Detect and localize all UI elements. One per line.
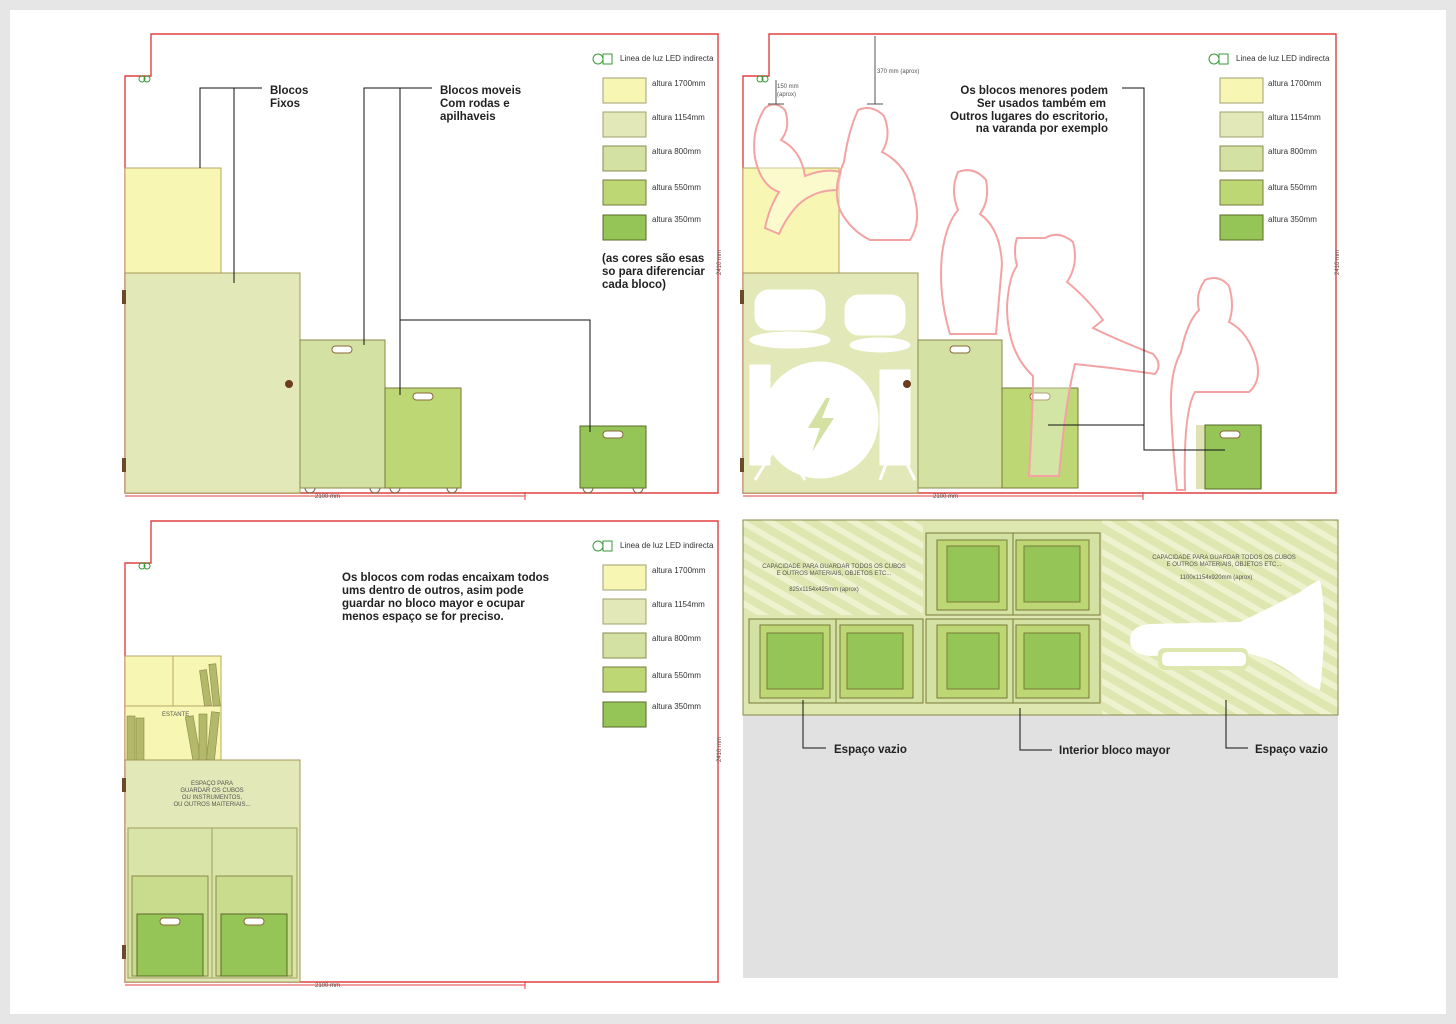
height-dimension: 2410 mm (717, 250, 723, 275)
legend-label: altura 1154mm (652, 600, 705, 609)
legend-label: altura 350mm (1268, 215, 1317, 224)
usage-note-2: Ser usados também em (977, 98, 1106, 110)
panel-plan-view: CAPACIDADE PARA GUARDAR TODOS OS CUBOS E… (742, 519, 1339, 978)
label-fixed-blocks-2: Fixos (270, 98, 300, 110)
panel-fixed-and-mobile-blocks: Blocos Fixos Blocos moveis Com rodas e a… (122, 33, 723, 500)
width-dimension: 2100 mm (933, 494, 958, 500)
legend-led-label: Linea de luz LED indirecta (620, 541, 714, 550)
label-mobile-blocks-1: Blocos moveis (440, 85, 521, 97)
legend-led-label: Linea de luz LED indirecta (620, 54, 714, 63)
legend-label: altura 800mm (1268, 147, 1317, 156)
height-dimension: 2410 mm (717, 737, 723, 762)
storage-caption: ESPAÇO PARA (191, 781, 233, 787)
tuba-icon (1130, 580, 1324, 690)
nesting-note-2: ums dentro de outros, asim pode (342, 585, 523, 597)
legend-label: altura 800mm (652, 634, 701, 643)
right-capacity-dimension: 1100x1154x920mm (aprox) (1180, 575, 1252, 581)
dim-150: 150 mm (777, 84, 799, 90)
dim-150-approx: (aprox) (777, 92, 796, 98)
label-empty-right: Espaço vazio (1255, 744, 1328, 756)
left-capacity-dimension: 825x1154x425mm (aprox) (789, 587, 859, 593)
right-capacity-caption: E OUTROS MATERIAIS, OBJETOS ETC... (1167, 562, 1282, 568)
elevation-drawings: Blocos Fixos Blocos moveis Com rodas e a… (122, 33, 1341, 989)
legend-label: altura 1154mm (652, 113, 705, 122)
legend-label: altura 550mm (652, 671, 701, 680)
storage-caption: GUARDAR OS CUBOS (180, 788, 243, 794)
nesting-note-4: menos espaço se for preciso. (342, 611, 504, 623)
legend-panel2: Linea de luz LED indirecta altura 1700mm… (1208, 53, 1330, 241)
legend-label: altura 1154mm (1268, 113, 1321, 122)
usage-note-3: Outros lugares do escritorio, (950, 111, 1108, 123)
width-dimension: 2100 mm (315, 494, 340, 500)
block-800 (299, 339, 386, 489)
drawing-sheet: Blocos Fixos Blocos moveis Com rodas e a… (10, 10, 1446, 1014)
lightning-icon (808, 398, 834, 452)
usage-note-1: Os blocos menores podem (960, 85, 1108, 97)
storage-caption: OU INSTRUMENTOS, (182, 795, 243, 801)
color-note-2: so para diferenciar (602, 266, 705, 278)
legend-label: altura 350mm (652, 215, 701, 224)
legend-led-label: Linea de luz LED indirecta (1236, 54, 1330, 63)
legend-label: altura 1700mm (652, 79, 706, 88)
legend-label: altura 550mm (652, 183, 701, 192)
label-fixed-blocks-1: Blocos (270, 85, 308, 97)
right-capacity-caption: CAPACIDADE PARA GUARDAR TODOS OS CUBOS (1152, 555, 1296, 561)
legend-panel1: Linea de luz LED indirecta altura 1700mm… (592, 53, 714, 241)
label-empty-left: Espaço vazio (834, 744, 907, 756)
label-mobile-blocks-3: apilhaveis (440, 111, 496, 123)
left-capacity-caption: E OUTROS MATERIAIS, OBJETOS ETC... (777, 571, 892, 577)
label-interior: Interior bloco mayor (1059, 745, 1171, 757)
legend-label: altura 1700mm (652, 566, 706, 575)
dim-370: 370 mm (aprox) (877, 69, 919, 75)
panel-nested-storage: ESTANTE ESPAÇO PARA GUARDAR OS CUBOS OU … (122, 520, 723, 989)
label-mobile-blocks-2: Com rodas e (440, 98, 510, 110)
usage-note-4: na varanda por exemplo (976, 123, 1108, 135)
storage-caption: OU OUTROS MAITERIAIS... (173, 802, 250, 808)
legend-panel3: Linea de luz LED indirecta altura 1700mm… (592, 540, 714, 728)
block-1700 (124, 167, 222, 274)
color-note-3: cada bloco) (602, 279, 666, 291)
legend-label: altura 1700mm (1268, 79, 1322, 88)
legend-label: altura 350mm (652, 702, 701, 711)
people-silhouettes (753, 103, 1259, 491)
legend-label: altura 800mm (652, 147, 701, 156)
width-dimension: 2100 mm (315, 983, 340, 989)
block-1154 (124, 272, 301, 494)
nesting-note-1: Os blocos com rodas encaixam todos (342, 572, 549, 584)
left-capacity-caption: CAPACIDADE PARA GUARDAR TODOS OS CUBOS (762, 564, 906, 570)
shelf-label: ESTANTE (162, 712, 189, 718)
panel-usage-with-people: 150 mm (aprox) 370 mm (aprox) Os blocos … (740, 33, 1341, 500)
legend-label: altura 550mm (1268, 183, 1317, 192)
nested-cube-grid (748, 532, 1101, 704)
height-dimension: 2410 mm (1335, 250, 1341, 275)
block-550 (384, 387, 462, 489)
color-note-1: (as cores são esas (602, 253, 704, 265)
nesting-note-3: guardar no bloco mayor e ocupar (342, 598, 525, 610)
